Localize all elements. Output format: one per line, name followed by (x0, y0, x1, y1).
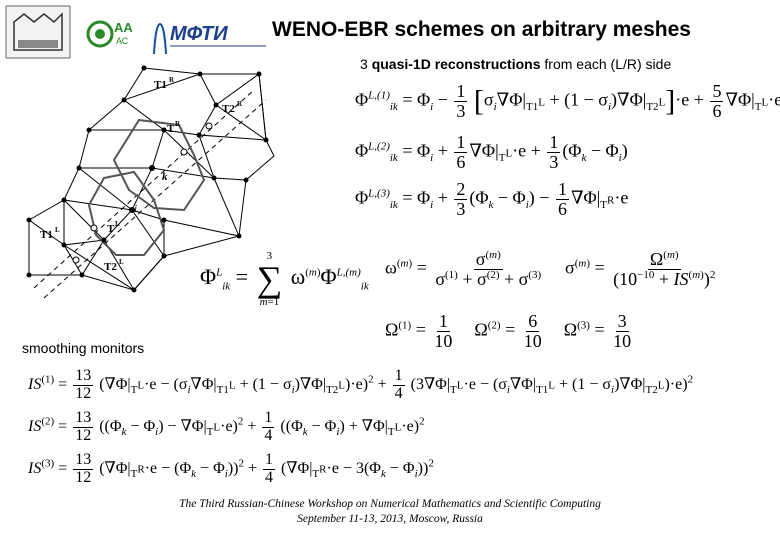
mipt-logo-text: МФТИ (170, 23, 228, 45)
formula-weno-sum: ΦLik = 3∑m=1 ω(m)ΦL,(m)ik (200, 250, 369, 308)
mesh-labels: T1 R T2 R T R k i T1 L T L T2 L (40, 76, 243, 273)
formula-weights: ω(m) = σ(m)σ(1) + σ(2) + σ(3) (385, 249, 542, 289)
subtitle-bold: quasi-1D reconstructions (371, 56, 541, 72)
label-t1r-sup: R (169, 76, 175, 84)
footer-line-2: September 11-13, 2013, Moscow, Russia (297, 513, 483, 525)
label-t2r: T2 (222, 103, 235, 115)
label-k: k (162, 171, 168, 183)
svg-text:AA: AA (114, 20, 133, 35)
label-t2r-sup: R (237, 100, 243, 108)
intersection-markers (72, 122, 213, 264)
subtitle-prefix: 3 (360, 56, 372, 72)
label-tr: T (167, 123, 175, 135)
label-t1l-sup: L (55, 226, 60, 234)
institute-logo-icon: AA АС (86, 20, 133, 48)
label-t1r: T1 (154, 79, 167, 91)
label-tr-sup: R (175, 120, 181, 128)
mipt-logo-icon: МФТИ (153, 23, 266, 55)
footer-line-1: The Third Russian-Chinese Workshop on Nu… (179, 498, 601, 510)
svg-text:АС: АС (116, 36, 129, 46)
label-t1l: T1 (40, 229, 53, 241)
university-emblem-icon (5, 5, 71, 59)
header-logos: AA АС МФТИ (5, 5, 266, 59)
slide-subtitle: 3 quasi-1D reconstructions from each (L/… (360, 56, 671, 72)
label-tl-sup: L (115, 220, 120, 228)
formula-sigma: σ(m) = Ω(m)(10−10 + IS(m))2 (565, 249, 716, 289)
footer: The Third Russian-Chinese Workshop on Nu… (120, 497, 660, 527)
smoothing-monitors-label: smoothing monitors (22, 340, 145, 356)
slide-title: WENO-EBR schemes on arbitrary meshes (272, 18, 691, 41)
label-i: i (134, 203, 137, 215)
label-t2l-sup: L (119, 258, 124, 266)
label-tl: T (107, 223, 115, 235)
subtitle-suffix: from each (L/R) side (540, 56, 672, 72)
mesh-diagram: T1 R T2 R T R k i T1 L T L T2 L (26, 65, 275, 299)
control-volumes (87, 118, 206, 256)
label-t2l: T2 (104, 261, 117, 273)
mesh-nodes (26, 65, 269, 293)
reconstruction-lines (33, 89, 267, 299)
